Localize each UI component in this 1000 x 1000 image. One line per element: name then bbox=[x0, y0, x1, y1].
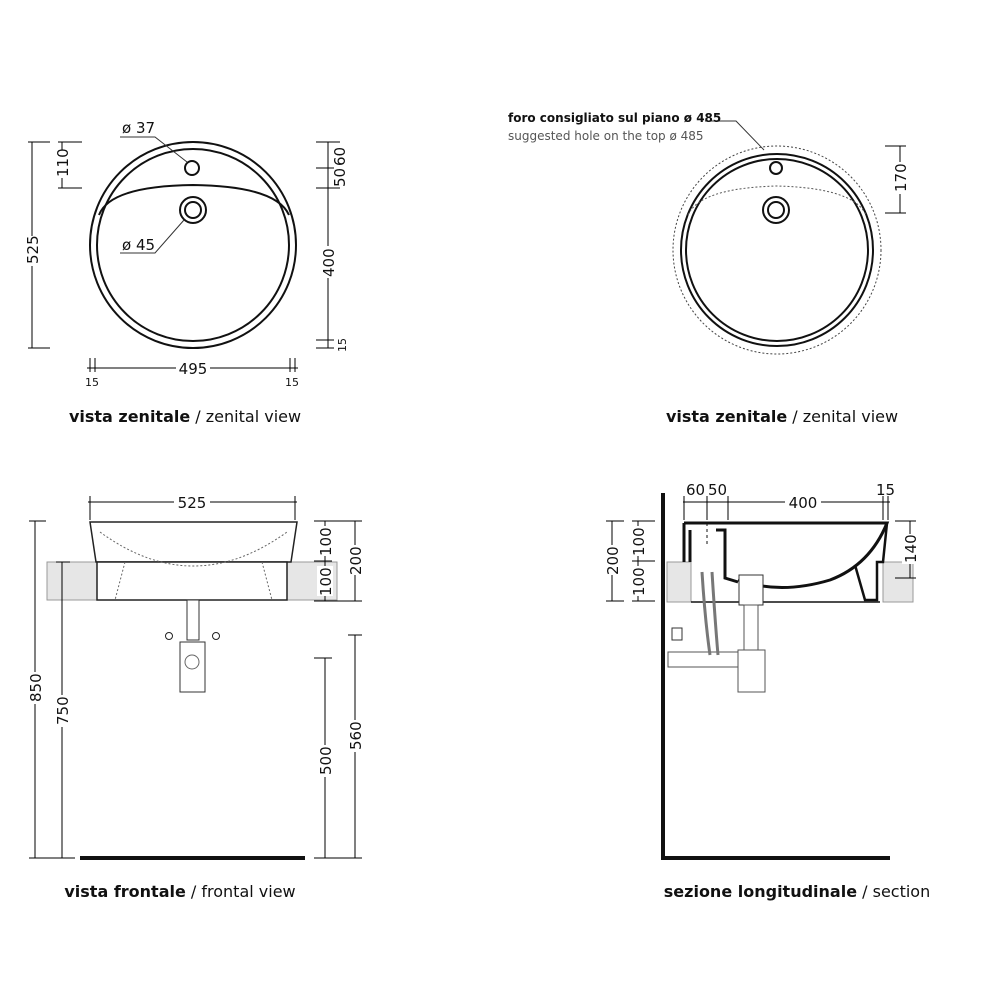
top-right-view: foro consigliato sul piano ø 485 suggest… bbox=[508, 111, 910, 426]
dim-15: 15 bbox=[876, 481, 895, 499]
basin-bowl-edge bbox=[98, 183, 290, 216]
basin-inner-rim bbox=[96, 148, 290, 342]
dim-400: 400 bbox=[789, 494, 818, 512]
dim-140: 140 bbox=[902, 534, 920, 563]
dim-100-upper: 100 bbox=[317, 527, 335, 556]
dim-15-vertical: 15 bbox=[336, 338, 349, 352]
drain-pipe bbox=[186, 599, 200, 641]
hole-note-it: foro consigliato sul piano ø 485 bbox=[508, 111, 721, 125]
tap-hole bbox=[184, 160, 200, 176]
supply-hoses bbox=[700, 571, 720, 656]
caption-top-right: vista zenitale / zenital view bbox=[666, 407, 898, 426]
drain-inner bbox=[767, 201, 785, 219]
dim-560: 560 bbox=[347, 721, 365, 750]
dim-850: 850 bbox=[27, 673, 45, 702]
drain-outer bbox=[179, 196, 207, 224]
dim-60: 60 bbox=[686, 481, 705, 499]
caption-bottom-left: vista frontale / frontal view bbox=[64, 882, 295, 901]
dim-100-lower: 100 bbox=[630, 567, 648, 596]
angle-valve bbox=[671, 627, 683, 641]
dim-110: 110 bbox=[54, 148, 72, 177]
dim-100-upper: 100 bbox=[630, 527, 648, 556]
drain-outer bbox=[762, 196, 790, 224]
countertop-right bbox=[882, 561, 914, 603]
top-left-view: ø 37 ø 45 525 110 60 50 400 15 495 15 15… bbox=[24, 119, 349, 426]
basin-lower bbox=[96, 561, 288, 601]
waste-pipe bbox=[667, 651, 739, 668]
siphon bbox=[737, 649, 766, 693]
hole-note-en: suggested hole on the top ø 485 bbox=[508, 129, 704, 143]
dim-50: 50 bbox=[708, 481, 727, 499]
caption-top-left: vista zenitale / zenital view bbox=[69, 407, 301, 426]
dim-200: 200 bbox=[604, 546, 622, 575]
dim-60: 60 bbox=[331, 147, 349, 166]
drain-inner bbox=[184, 201, 202, 219]
dim-525: 525 bbox=[24, 235, 42, 264]
basin-bowl-edge bbox=[687, 185, 867, 216]
siphon bbox=[179, 641, 206, 693]
bottom-left-view: 525 100 100 200 850 750 500 560 vista fr… bbox=[27, 493, 365, 901]
basin-outer-rim bbox=[89, 141, 297, 349]
dim-170: 170 bbox=[892, 163, 910, 192]
dim-15-left: 15 bbox=[85, 376, 99, 389]
dim-525: 525 bbox=[178, 494, 207, 512]
basin-section bbox=[684, 521, 890, 589]
tap-hole bbox=[769, 161, 783, 175]
dim-750: 750 bbox=[54, 696, 72, 725]
bottom-right-view: 60 50 400 15 200 100 100 140 sezione lon… bbox=[604, 481, 930, 901]
dim-100-lower: 100 bbox=[317, 567, 335, 596]
dim-50: 50 bbox=[331, 168, 349, 187]
hole-diameter-label: ø 37 bbox=[122, 119, 155, 137]
basin-body bbox=[89, 521, 298, 563]
drain-valve bbox=[738, 574, 764, 606]
drain-diameter-label: ø 45 bbox=[122, 236, 155, 254]
drain-pipe bbox=[743, 604, 759, 651]
caption-bottom-right: sezione longitudinale / section bbox=[664, 882, 930, 901]
dim-500: 500 bbox=[317, 746, 335, 775]
dim-495: 495 bbox=[179, 360, 208, 378]
dim-200: 200 bbox=[347, 546, 365, 575]
countertop-left bbox=[666, 561, 692, 603]
basin-outer-rim bbox=[680, 153, 874, 347]
dim-400: 400 bbox=[320, 248, 338, 277]
basin-inner-rim bbox=[685, 158, 869, 342]
suggested-hole-outline bbox=[672, 145, 882, 355]
dim-15-right: 15 bbox=[285, 376, 299, 389]
